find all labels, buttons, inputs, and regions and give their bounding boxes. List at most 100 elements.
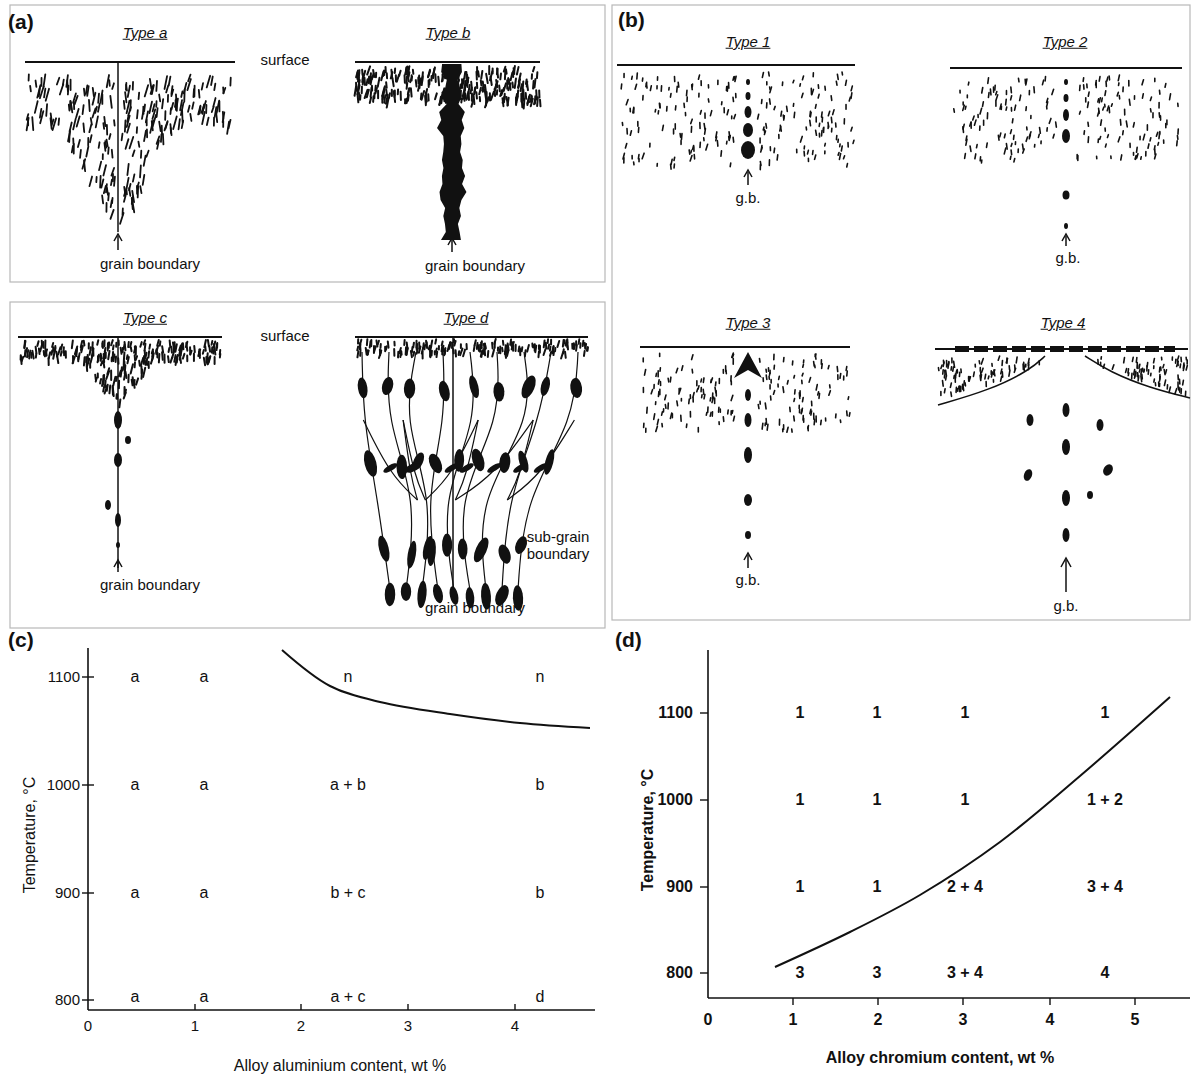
precipitate-stroke: [21, 340, 221, 365]
morphology-cell: a: [131, 668, 140, 686]
axis-tick: 800: [666, 964, 693, 982]
oxide-film: [955, 346, 1175, 352]
oxide-particle: [356, 373, 583, 610]
oxide-particle: [744, 389, 752, 539]
morphology-cell: 2 + 4: [947, 878, 983, 896]
annotation: g.b.: [1053, 598, 1078, 615]
morphology-cell: 4: [1101, 964, 1110, 982]
axis-tick: 1: [191, 1018, 199, 1035]
tick-mark: [82, 677, 1135, 1010]
type-label: Type 3: [726, 315, 771, 332]
precipitate-stroke: [1098, 356, 1187, 396]
type-label: Type b: [426, 25, 471, 42]
morphology-cell: a: [131, 776, 140, 794]
panel-letter: (d): [615, 628, 642, 651]
type-label: Type 1: [726, 34, 771, 51]
boundary-curve: [282, 650, 590, 728]
type-label: Type 4: [1041, 315, 1086, 332]
axis-tick: 900: [55, 885, 80, 902]
morphology-cell: b: [536, 884, 545, 902]
precipitate-stroke: [87, 356, 149, 407]
precipitate-stroke: [68, 120, 171, 224]
annotation: grain boundary: [425, 600, 525, 617]
axis-tick: 900: [666, 878, 693, 896]
precipitate-stroke: [27, 74, 231, 133]
axis-tick: 5: [1131, 1011, 1140, 1029]
morphology-cell: 3: [873, 964, 882, 982]
annotation: grain boundary: [100, 577, 200, 594]
panel-letter: (a): [8, 10, 34, 33]
morphology-cell: 3: [796, 964, 805, 982]
annotation: g.b.: [735, 572, 760, 589]
type-label: Type a: [123, 25, 168, 42]
panel-letter: (c): [8, 628, 34, 651]
axis-tick: 1100: [658, 704, 693, 722]
illustration: [21, 64, 1190, 1010]
morphology-cell: b + c: [330, 884, 365, 902]
annotation: grain boundary: [425, 258, 525, 275]
morphology-cell: 1: [796, 791, 805, 809]
axis-tick: 4: [1046, 1011, 1055, 1029]
morphology-cell: n: [536, 668, 545, 686]
denuded-zone-edge: [938, 356, 1190, 405]
axis-tick: 3: [959, 1011, 968, 1029]
morphology-cell: 1: [873, 704, 882, 722]
type-label: Type c: [123, 310, 167, 327]
precipitate-stroke: [357, 339, 588, 359]
oxide-band: [437, 64, 466, 240]
axis-tick: 4: [511, 1018, 519, 1035]
axis-title: Alloy aluminium content, wt %: [234, 1057, 447, 1075]
annotation: sub-grain boundary: [519, 529, 597, 562]
pointer-arrow: [114, 170, 1071, 596]
axis-tick: 0: [84, 1018, 92, 1035]
morphology-cell: a: [200, 776, 209, 794]
chart-axis: [88, 648, 1190, 1010]
axis-tick: 1000: [657, 791, 693, 809]
axis-title: Alloy chromium content, wt %: [826, 1049, 1054, 1067]
type-label: Type d: [444, 310, 489, 327]
morphology-cell: d: [536, 988, 545, 1006]
axis-tick: 0: [704, 1011, 713, 1029]
axis-tick: 1: [789, 1011, 798, 1029]
oxide-particle: [105, 411, 131, 548]
oxide-particle: [741, 79, 755, 159]
surface-line: [18, 62, 1188, 349]
axis-tick: 1000: [47, 777, 80, 794]
axis-title: Temperature, °C: [21, 777, 39, 894]
annotation: surface: [260, 52, 309, 69]
boundary-curve: [775, 697, 1170, 967]
morphology-cell: 1: [961, 791, 970, 809]
morphology-cell: a: [131, 884, 140, 902]
oxide-wedge: [734, 352, 762, 378]
precipitate-stroke: [938, 356, 1039, 396]
morphology-cell: 1: [873, 878, 882, 896]
axis-tick: 2: [297, 1018, 305, 1035]
morphology-cell: a + b: [330, 776, 366, 794]
oxide-particle: [1022, 403, 1115, 542]
panel-frame: [10, 5, 1190, 628]
morphology-cell: 1: [1101, 704, 1110, 722]
morphology-cell: a: [200, 668, 209, 686]
axis-tick: 3: [404, 1018, 412, 1035]
axis-tick: 2: [874, 1011, 883, 1029]
morphology-cell: a: [200, 988, 209, 1006]
annotation: g.b.: [735, 190, 760, 207]
morphology-cell: 3 + 4: [1087, 878, 1123, 896]
precipitate-stroke: [954, 75, 1179, 163]
precipitate-stroke: [621, 72, 854, 170]
axis-tick: 1100: [48, 669, 80, 686]
morphology-cell: 1: [961, 704, 970, 722]
morphology-cell: 1 + 2: [1087, 791, 1123, 809]
oxide-particle: [1062, 79, 1070, 229]
annotation: grain boundary: [100, 256, 200, 273]
type-label: Type 2: [1043, 34, 1088, 51]
morphology-cell: 1: [796, 704, 805, 722]
panel-letter: (b): [618, 8, 645, 31]
morphology-cell: 3 + 4: [947, 964, 983, 982]
morphology-cell: a + c: [330, 988, 365, 1006]
axis-tick: 800: [55, 992, 80, 1009]
morphology-cell: 1: [796, 878, 805, 896]
annotation: surface: [260, 328, 309, 345]
morphology-cell: a: [131, 988, 140, 1006]
